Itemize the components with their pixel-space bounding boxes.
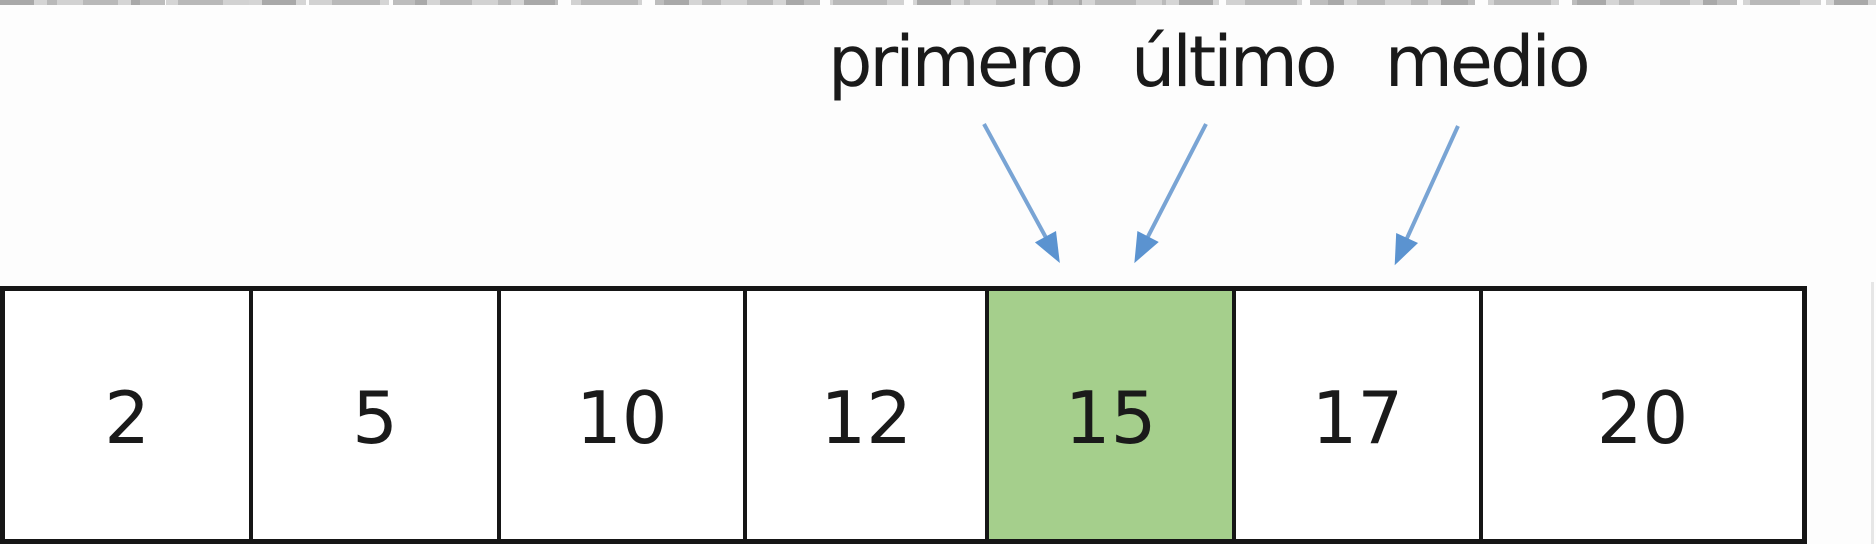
array-row: 2 5 10 12 15 17 20 (0, 286, 1807, 544)
ultimo-arrow-icon (1134, 123, 1208, 264)
pointer-labels: primero último medio (828, 21, 1591, 103)
cell-value: 5 (352, 376, 398, 460)
cell-value: 10 (576, 376, 668, 460)
array-cell-3: 12 (743, 291, 985, 539)
pointer-label-ultimo: último (1130, 21, 1338, 103)
array-cell-4: 15 (985, 291, 1232, 539)
array-cell-0: 2 (5, 291, 249, 539)
array-cell-2: 10 (496, 291, 743, 539)
cropped-row-above-artifact (0, 0, 1876, 5)
pointer-label-primero: primero (828, 21, 1084, 103)
cell-value: 12 (820, 376, 913, 460)
array-cell-6: 20 (1479, 291, 1802, 539)
medio-arrow-icon (1394, 125, 1460, 266)
cell-value: 17 (1311, 376, 1404, 460)
array-cell-5: 17 (1231, 291, 1479, 539)
cell-value: 20 (1596, 376, 1689, 460)
array-cell-1: 5 (249, 291, 496, 539)
cell-value: 2 (104, 376, 151, 460)
video-edge-artifact (1871, 282, 1874, 544)
pointer-label-medio: medio (1384, 21, 1591, 103)
primero-arrow-icon (982, 123, 1060, 264)
cell-value: 15 (1064, 376, 1157, 460)
